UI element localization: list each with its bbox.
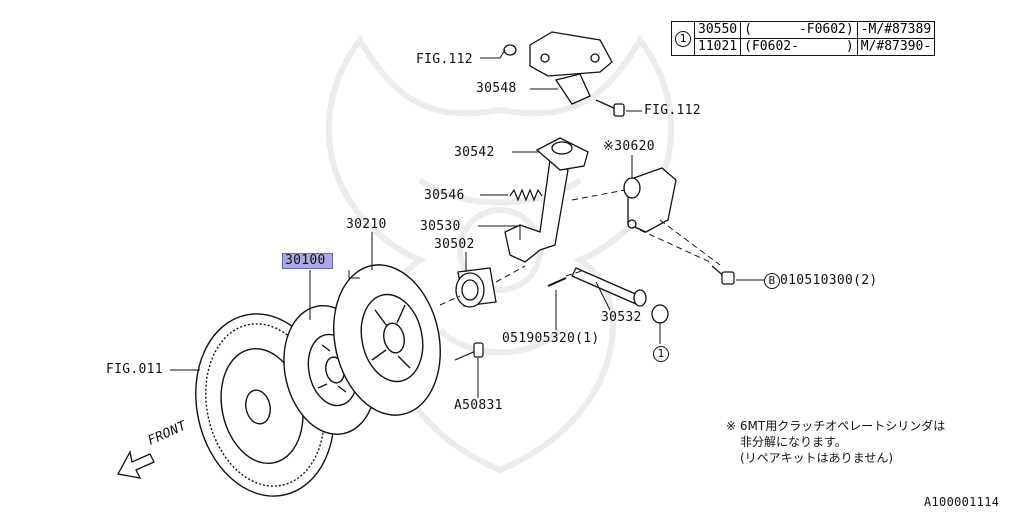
footnote: ※ 6MT用クラッチオペレートシリンダは 非分解になります。 (リペアキットはあ…: [726, 418, 945, 466]
footnote-line-3: (リペアキットはありません): [740, 451, 894, 465]
footnote-line-1: ※ 6MT用クラッチオペレートシリンダは: [726, 419, 946, 433]
table-cell-part: 30550: [693, 21, 742, 39]
table-cell-model: -M/#87389: [856, 21, 936, 39]
spring-30546: [509, 188, 543, 202]
assembly-lines: [439, 189, 721, 306]
label-30210: 30210: [346, 217, 387, 232]
table-cell-model: M/#87390-: [856, 38, 936, 56]
release-fork: [504, 158, 569, 263]
parts-table: 1 30550 ( -F0602) -M/#87389 11021 (F0602…: [671, 21, 936, 56]
label-051905320: 051905320(1): [502, 331, 600, 346]
release-bearing: [455, 267, 497, 308]
label-30100[interactable]: 30100: [282, 253, 333, 269]
label-30546: 30546: [424, 188, 465, 203]
bolt-010510300: [711, 265, 735, 285]
label-30542: 30542: [454, 145, 495, 160]
label-fig011: FIG.011: [106, 362, 163, 377]
leader-lines: [170, 49, 764, 398]
ref-1-marker: 1: [653, 346, 669, 362]
label-fig112-top: FIG.112: [416, 52, 473, 67]
label-fig112-right: FIG.112: [644, 103, 701, 118]
operating-cylinder: [623, 167, 677, 233]
pin: [547, 277, 567, 287]
label-a50831: A50831: [454, 398, 503, 413]
table-row: 1 30550 ( -F0602) -M/#87389: [671, 21, 936, 56]
footnote-line-2: 非分解になります。: [740, 435, 847, 449]
table-row: 11021 (F0602- ) M/#87390-: [672, 38, 936, 56]
table-ref-cell: 1: [671, 21, 695, 56]
ref-1-circle: 1: [653, 346, 669, 362]
label-30548: 30548: [476, 81, 517, 96]
clutch-cover: [333, 264, 441, 416]
table-ref-circle: 1: [675, 30, 691, 47]
table-cell-range: ( -F0602): [740, 21, 858, 39]
bolt-a50831: [454, 342, 484, 361]
label-30530: 30530: [420, 219, 461, 234]
diagram-id: A100001114: [924, 495, 1000, 509]
bracket-top: [503, 31, 625, 117]
label-010510300-text: 010510300(2): [780, 273, 878, 288]
b-marker: B: [764, 273, 780, 289]
label-30620: ※30620: [603, 139, 655, 154]
table-cell-range: (F0602- ): [740, 38, 858, 56]
pivot-boot: [535, 137, 589, 171]
front-arrow-icon: [116, 450, 155, 479]
label-30532: 30532: [601, 310, 642, 325]
label-30502: 30502: [434, 237, 475, 252]
table-cell-part: 11021: [693, 38, 742, 56]
